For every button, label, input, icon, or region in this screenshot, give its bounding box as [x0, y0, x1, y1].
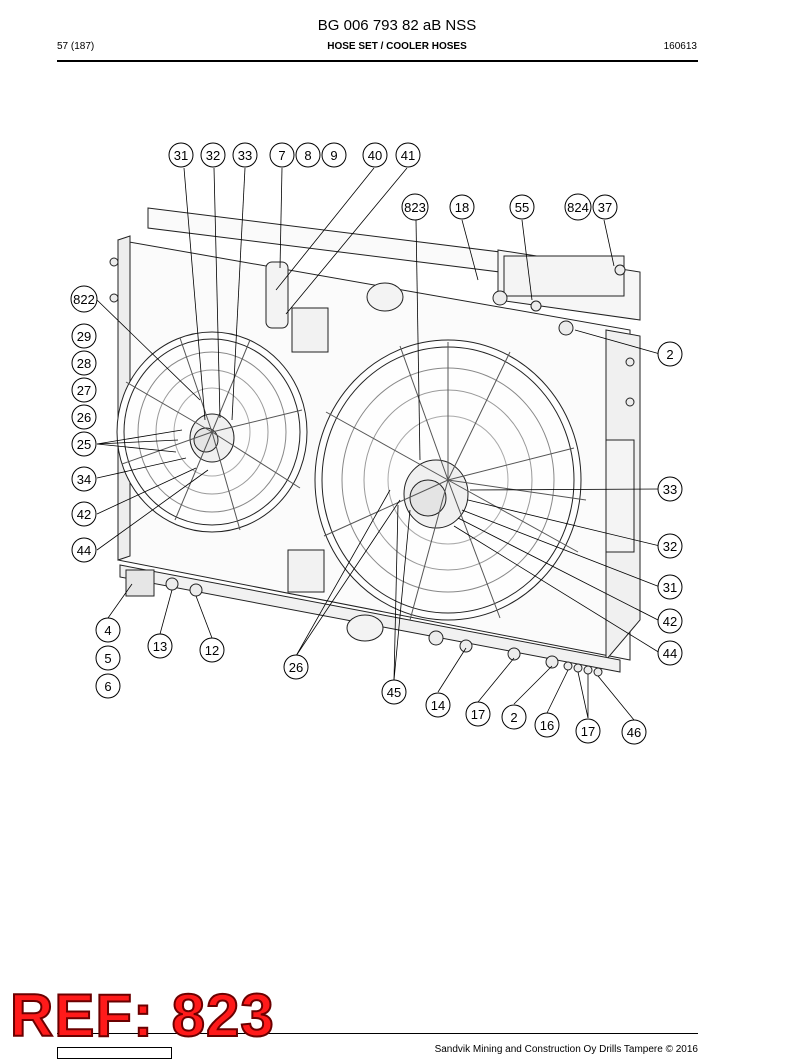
svg-text:27: 27 [77, 383, 91, 398]
cooler-assembly-drawing [109, 207, 641, 677]
footer-rule [57, 1033, 698, 1034]
svg-text:31: 31 [663, 580, 677, 595]
svg-text:9: 9 [330, 148, 337, 163]
callout-31: 31 [168, 142, 194, 168]
callout-34: 34 [71, 466, 97, 492]
svg-text:32: 32 [206, 148, 220, 163]
svg-text:16: 16 [540, 718, 554, 733]
leader-lines [96, 167, 661, 721]
svg-text:42: 42 [77, 507, 91, 522]
callout-26: 26 [71, 404, 97, 430]
callout-824: 824 [564, 193, 592, 221]
svg-text:45: 45 [387, 685, 401, 700]
svg-text:31: 31 [174, 148, 188, 163]
svg-text:26: 26 [77, 410, 91, 425]
svg-text:824: 824 [567, 200, 589, 215]
header-rule [57, 60, 698, 62]
callout-44-right: 44 [657, 640, 683, 666]
callout-6: 6 [95, 673, 121, 699]
callout-balloons: 31 32 33 7 8 9 40 41 823 18 55 824 37 82… [70, 142, 683, 745]
callout-7: 7 [269, 142, 295, 168]
callout-28: 28 [71, 350, 97, 376]
svg-text:14: 14 [431, 698, 445, 713]
page-reference: 57 (187) [57, 41, 95, 52]
svg-text:13: 13 [153, 639, 167, 654]
svg-text:37: 37 [598, 200, 612, 215]
svg-text:26: 26 [289, 660, 303, 675]
callout-41: 41 [395, 142, 421, 168]
svg-text:44: 44 [77, 543, 91, 558]
svg-text:823: 823 [404, 200, 426, 215]
svg-text:2: 2 [510, 710, 517, 725]
svg-text:44: 44 [663, 646, 677, 661]
svg-text:8: 8 [304, 148, 311, 163]
svg-text:18: 18 [455, 200, 469, 215]
svg-text:55: 55 [515, 200, 529, 215]
callout-46: 46 [621, 719, 647, 745]
callout-2-right: 2 [657, 341, 683, 367]
callout-822: 822 [70, 285, 98, 313]
svg-text:29: 29 [77, 329, 91, 344]
svg-text:17: 17 [471, 707, 485, 722]
svg-text:17: 17 [581, 724, 595, 739]
callout-823: 823 [401, 193, 429, 221]
callout-44-left: 44 [71, 537, 97, 563]
svg-text:40: 40 [368, 148, 382, 163]
svg-text:2: 2 [666, 347, 673, 362]
svg-text:33: 33 [663, 482, 677, 497]
svg-text:42: 42 [663, 614, 677, 629]
svg-text:41: 41 [401, 148, 415, 163]
callout-45: 45 [381, 679, 407, 705]
callout-42-left: 42 [71, 501, 97, 527]
svg-text:6: 6 [104, 679, 111, 694]
callout-17-b: 17 [575, 718, 601, 744]
svg-text:46: 46 [627, 725, 641, 740]
callout-32-right: 32 [657, 533, 683, 559]
svg-text:33: 33 [238, 148, 252, 163]
section-title: HOSE SET / COOLER HOSES [327, 41, 467, 52]
callout-27: 27 [71, 377, 97, 403]
svg-text:32: 32 [663, 539, 677, 554]
callout-31-right: 31 [657, 574, 683, 600]
svg-text:28: 28 [77, 356, 91, 371]
svg-text:5: 5 [104, 651, 111, 666]
svg-text:822: 822 [73, 292, 95, 307]
callout-16: 16 [534, 712, 560, 738]
callout-55: 55 [509, 194, 535, 220]
callout-13: 13 [147, 633, 173, 659]
svg-text:25: 25 [77, 437, 91, 452]
callout-29: 29 [71, 323, 97, 349]
svg-text:34: 34 [77, 472, 91, 487]
svg-text:4: 4 [104, 623, 111, 638]
callout-9: 9 [321, 142, 347, 168]
callout-33: 33 [232, 142, 258, 168]
callout-8: 8 [295, 142, 321, 168]
footer-copyright: Sandvik Mining and Construction Oy Drill… [434, 1044, 698, 1055]
document-date: 160613 [663, 41, 697, 52]
svg-text:7: 7 [278, 148, 285, 163]
callout-17-a: 17 [465, 701, 491, 727]
callout-14: 14 [425, 692, 451, 718]
callout-40: 40 [362, 142, 388, 168]
callout-5: 5 [95, 645, 121, 671]
callout-33-right: 33 [657, 476, 683, 502]
callout-4: 4 [95, 617, 121, 643]
callout-42-right: 42 [657, 608, 683, 634]
callout-12: 12 [199, 637, 225, 663]
svg-text:12: 12 [205, 643, 219, 658]
callout-18: 18 [449, 194, 475, 220]
callout-26-bottom: 26 [283, 654, 309, 680]
callout-32: 32 [200, 142, 226, 168]
callout-37: 37 [592, 194, 618, 220]
callout-2-bottom: 2 [501, 704, 527, 730]
callout-25: 25 [71, 431, 97, 457]
document-title: BG 006 793 82 aB NSS [317, 17, 477, 34]
reference-stamp: REF: 823 [9, 982, 275, 1049]
